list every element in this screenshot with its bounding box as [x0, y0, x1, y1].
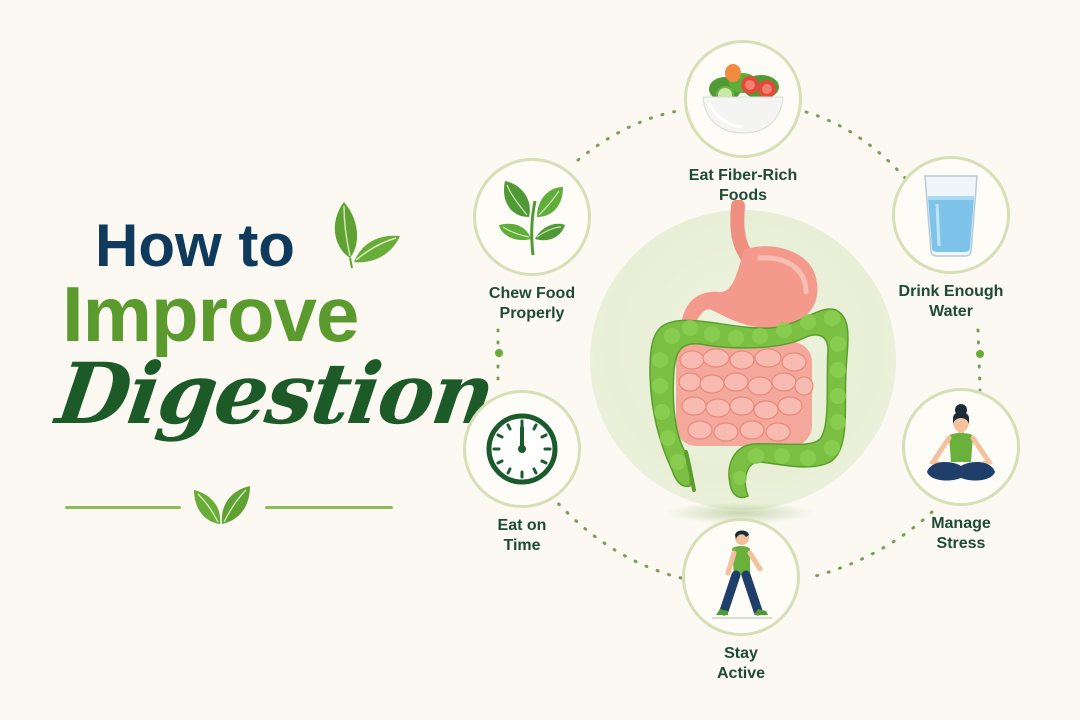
center-shadow [665, 502, 815, 524]
title-line-how-to: How to [95, 212, 295, 279]
divider-line-left [65, 506, 181, 509]
tip-ring [684, 40, 802, 158]
tip-ring [463, 390, 581, 508]
tip-ring [892, 156, 1010, 274]
tip-ring [682, 518, 800, 636]
title-block: How to Improve Digestion [0, 0, 499, 720]
plant-sprout-icon [499, 181, 565, 256]
leaf-icon [334, 202, 400, 269]
meditation-icon [927, 404, 995, 481]
divider-line-right [265, 506, 393, 509]
title-line-digestion: Digestion [51, 344, 500, 443]
tip-ring [473, 158, 591, 276]
water-glass-icon [924, 175, 978, 257]
tip-ring [902, 388, 1020, 506]
digestive-system-icon [649, 200, 849, 499]
title-line-improve: Improve [62, 270, 359, 358]
connector-dot [976, 350, 984, 358]
clock-icon [486, 413, 558, 485]
salad-bowl-icon [702, 64, 784, 134]
walking-person-icon [712, 530, 772, 619]
leaf-icon [194, 486, 250, 524]
